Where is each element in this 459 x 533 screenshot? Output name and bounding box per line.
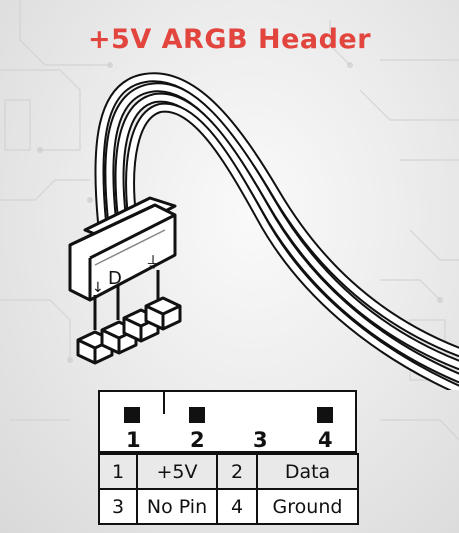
pin-number: 3 [253, 428, 268, 452]
pin-number: 1 [126, 428, 141, 452]
pin-cell: 2 [216, 453, 258, 490]
connector-pins [93, 270, 160, 330]
argb-cable [94, 72, 459, 390]
table-row: 3 No Pin 4 Ground [98, 488, 359, 525]
pin-header-blocks [76, 296, 182, 365]
signal-cell: Data [256, 453, 359, 490]
connector-housing [68, 196, 177, 302]
pin-number: 2 [190, 428, 205, 452]
pin-cell: 1 [98, 453, 138, 490]
page-title: +5V ARGB Header [87, 24, 372, 55]
pin-cell: 3 [98, 488, 138, 525]
ground-icon: ⏚ [145, 253, 161, 272]
table-row: 1 +5V 2 Data [98, 453, 359, 490]
pin-1-marker [124, 407, 140, 423]
pin-number: 4 [318, 428, 333, 452]
signal-cell: +5V [136, 453, 218, 490]
signal-cell: Ground [256, 488, 359, 525]
data-symbol: D [108, 268, 122, 289]
argb-connector-illustration: ↓ D ⏚ [68, 72, 459, 390]
pin-4-marker [317, 407, 333, 423]
pin-cell: 4 [216, 488, 258, 525]
pinout-table: 1 +5V 2 Data 3 No Pin 4 Ground [98, 453, 359, 525]
pin-header-diagram: 1 2 3 4 [98, 390, 357, 453]
arrow-down-icon: ↓ [92, 280, 104, 296]
pin-2-marker [189, 407, 205, 423]
pin-divider [163, 392, 165, 414]
signal-cell: No Pin [136, 488, 218, 525]
